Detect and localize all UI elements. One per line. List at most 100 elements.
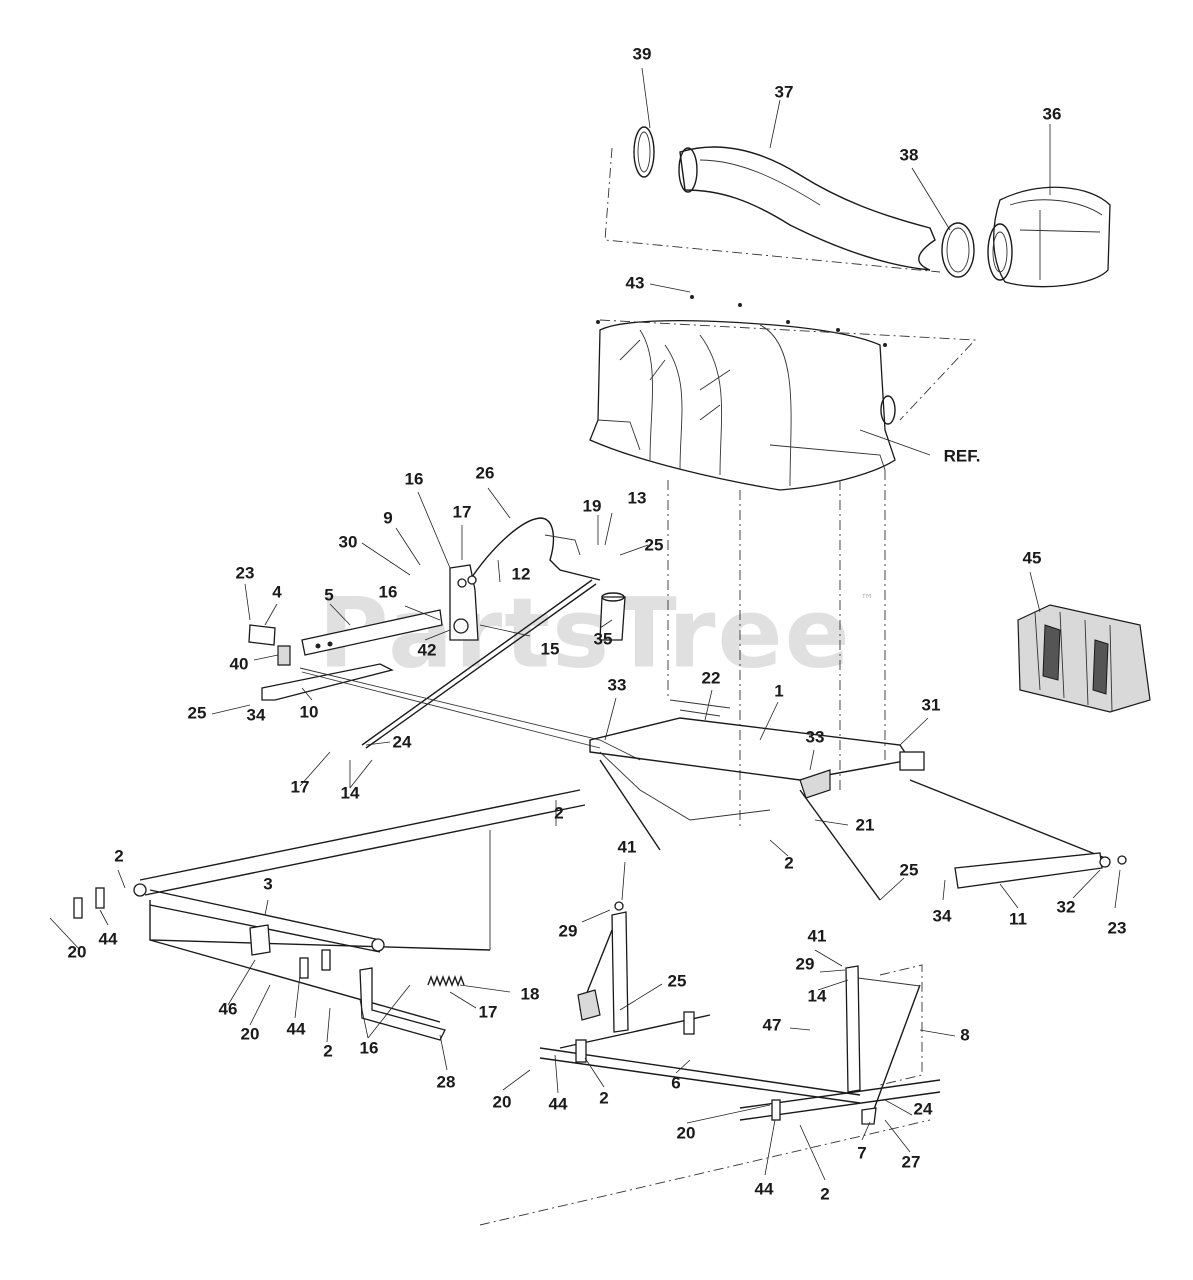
callout-17-mid[interactable]: 17 [291,777,310,796]
callout-30[interactable]: 30 [339,532,358,551]
callout-2-lower[interactable]: 2 [599,1088,608,1107]
part-cross-shaft-6[interactable] [539,1011,861,1104]
callout-6[interactable]: 6 [671,1073,680,1092]
callout-34-right[interactable]: 34 [933,906,952,925]
callout-19[interactable]: 19 [583,496,602,515]
callout-26[interactable]: 26 [476,463,495,482]
part-plate-4[interactable] [248,624,276,646]
part-bracket-10[interactable] [261,663,641,761]
callout-23-right[interactable]: 23 [1108,918,1127,937]
part-bracket-5[interactable] [301,609,443,656]
callout-27[interactable]: 27 [902,1152,921,1171]
callout-24-bottom[interactable]: 24 [914,1099,933,1118]
callout-2-mid[interactable]: 2 [323,1041,332,1060]
callout-17-bottom[interactable]: 17 [479,1002,498,1021]
alignment-lines [667,470,886,830]
callout-39[interactable]: 39 [633,44,652,63]
callout-37[interactable]: 37 [775,82,794,101]
callout-16-bottom[interactable]: 16 [360,1038,379,1057]
part-handle-rod[interactable] [469,517,601,581]
callout-3[interactable]: 3 [263,874,272,893]
part-lift-arm-right[interactable] [845,964,923,1125]
callout-13[interactable]: 13 [628,488,647,507]
part-main-frame[interactable] [589,699,925,901]
callout-20-lower[interactable]: 20 [493,1092,512,1111]
callout-33-left[interactable]: 33 [608,675,627,694]
part-arm-11[interactable] [909,779,1127,889]
callout-47[interactable]: 47 [763,1015,782,1034]
callout-41-right[interactable]: 41 [808,926,827,945]
callout-15[interactable]: 15 [541,639,560,658]
callout-25-top[interactable]: 25 [645,535,664,554]
part-frame-tube-left[interactable] [139,789,586,951]
callout-8[interactable]: 8 [960,1025,969,1044]
callout-20-left[interactable]: 20 [68,942,87,961]
callout-20-mid[interactable]: 20 [241,1024,260,1043]
callout-10[interactable]: 10 [300,702,319,721]
callout-44-mid[interactable]: 44 [287,1019,306,1038]
callout-31[interactable]: 31 [922,695,941,714]
callout-22[interactable]: 22 [702,668,721,687]
callout-35[interactable]: 35 [594,629,613,648]
part-collector-hood[interactable] [589,319,976,491]
callout-12[interactable]: 12 [512,564,531,583]
callout-9[interactable]: 9 [383,508,392,527]
callout-36[interactable]: 36 [1043,104,1062,123]
callout-14-top[interactable]: 14 [341,783,360,802]
part-hood-fasteners[interactable] [596,295,887,347]
callout-42[interactable]: 42 [418,640,437,659]
callout-4[interactable]: 4 [272,582,282,601]
callout-16-top[interactable]: 16 [405,469,424,488]
part-spacer-40[interactable] [277,645,291,666]
part-weights[interactable] [1017,604,1151,713]
callout-ref[interactable]: REF. [944,446,981,465]
part-hose-clamp-39[interactable] [633,126,655,178]
callout-21[interactable]: 21 [856,815,875,834]
callout-33-right[interactable]: 33 [806,727,825,746]
callout-2-right[interactable]: 2 [784,853,793,872]
callout-38[interactable]: 38 [900,145,919,164]
callout-45[interactable]: 45 [1023,548,1042,567]
part-chute-tube[interactable] [604,146,941,273]
callout-23-left[interactable]: 23 [236,563,255,582]
callout-18[interactable]: 18 [521,984,540,1003]
callout-25-right[interactable]: 25 [900,860,919,879]
callout-29-center[interactable]: 29 [559,921,578,940]
callout-44-lower[interactable]: 44 [549,1094,568,1113]
watermark-trademark: ™ [860,592,874,608]
callout-7[interactable]: 7 [857,1143,866,1162]
part-collars-44[interactable] [73,887,781,1121]
callout-20-bottom[interactable]: 20 [677,1123,696,1142]
callout-2-bottom[interactable]: 2 [820,1184,829,1203]
part-lower-frame-3[interactable] [133,883,441,1023]
callout-34-left[interactable]: 34 [247,705,266,724]
callout-40[interactable]: 40 [230,654,249,673]
callout-2-left[interactable]: 2 [114,846,123,865]
callout-32[interactable]: 32 [1057,897,1076,916]
callout-25-center[interactable]: 25 [668,971,687,990]
callout-46[interactable]: 46 [219,999,238,1018]
part-spring-18[interactable] [427,975,465,987]
callout-41-center[interactable]: 41 [618,837,637,856]
callout-1[interactable]: 1 [774,681,783,700]
callout-28[interactable]: 28 [437,1072,456,1091]
part-lift-arm-center[interactable] [577,901,629,1033]
callout-44-left[interactable]: 44 [99,929,118,948]
callout-14-right[interactable]: 14 [808,986,827,1005]
callout-44-bottom[interactable]: 44 [755,1179,774,1198]
part-pedal-28[interactable] [359,967,446,1041]
callout-16-mid[interactable]: 16 [379,582,398,601]
part-tube-35[interactable] [599,592,626,641]
part-blower-housing[interactable] [987,186,1111,288]
callout-11[interactable]: 11 [1009,909,1027,928]
callout-2-center[interactable]: 2 [554,803,563,822]
part-hose-clamp-38[interactable] [941,222,975,278]
part-pivot-bracket[interactable] [449,564,479,641]
part-link-rod[interactable] [361,579,597,749]
callout-29-right[interactable]: 29 [796,954,815,973]
callout-43[interactable]: 43 [626,273,645,292]
callout-24-top[interactable]: 24 [393,732,412,751]
callout-5[interactable]: 5 [324,585,333,604]
callout-25-left[interactable]: 25 [188,703,207,722]
callout-17-top[interactable]: 17 [453,502,472,521]
